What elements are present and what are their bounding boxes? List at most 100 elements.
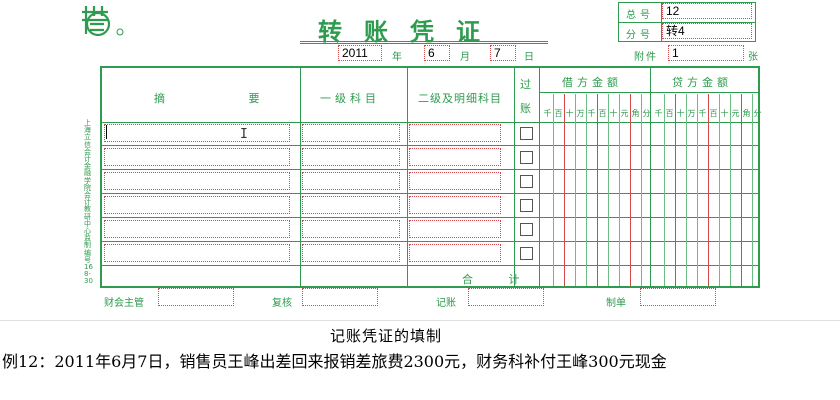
debit-digit-unit-label: 角 — [631, 109, 640, 118]
month-label: 月 — [460, 52, 470, 63]
credit-digit-unit-label: 百 — [709, 109, 718, 118]
debit-digit-unit-label: 分 — [642, 109, 651, 118]
day-label: 日 — [524, 52, 534, 63]
debit-digit-unit-label: 百 — [554, 109, 563, 118]
text-caret — [106, 125, 107, 139]
credit-digit-divider — [708, 94, 709, 286]
debit-digit-divider — [564, 94, 565, 286]
branch-number-field[interactable]: 转4 — [662, 23, 752, 39]
row-6-second-account-field[interactable] — [409, 244, 501, 262]
credit-digit-unit-label: 十 — [720, 109, 729, 118]
credit-digit-divider — [697, 94, 698, 286]
row-6-first-account-field[interactable] — [302, 244, 400, 262]
row-6-summary-field[interactable] — [104, 244, 290, 262]
row-1-first-account-field[interactable] — [302, 124, 400, 142]
preparer-label: 制单 — [606, 298, 626, 309]
credit-digit-unit-label: 万 — [687, 109, 696, 118]
credit-digit-divider — [664, 94, 665, 286]
column-header-first-account: 一级科目 — [320, 92, 380, 105]
debit-digit-unit-label: 百 — [598, 109, 607, 118]
credit-digit-divider — [741, 94, 742, 286]
row-2-first-account-field[interactable] — [302, 148, 400, 166]
ibeam-cursor-icon: I — [240, 127, 248, 142]
date-month-field[interactable]: 6 — [424, 45, 450, 61]
column-header-posted-bottom: 账 — [520, 102, 531, 115]
voucher-number-box — [618, 2, 756, 42]
credit-digit-divider — [730, 94, 731, 286]
caption-panel: 记账凭证的填制 例12：2011年6月7日，销售员王峰出差回来报销差旅费2300… — [0, 320, 840, 400]
debit-digit-unit-label: 十 — [565, 109, 574, 118]
debit-digit-divider — [641, 94, 642, 286]
column-header-debit: 借方金额 — [562, 76, 622, 89]
debit-digit-divider — [553, 94, 554, 286]
caption-title: 记账凭证的填制 — [330, 327, 443, 345]
serial-number-field[interactable]: 12 — [662, 3, 752, 19]
row-5-first-account-field[interactable] — [302, 220, 400, 238]
supervisor-label: 财会主管 — [104, 298, 144, 309]
credit-digit-unit-label: 分 — [753, 109, 762, 118]
voucher-entry-table: 摘 要 一级科目 二级及明细科目 过 账 借方金额 贷方金额 千百十万千百十元角… — [100, 66, 762, 288]
year-label: 年 — [392, 52, 402, 63]
row-3-posted-checkbox[interactable] — [520, 175, 533, 188]
credit-digit-unit-label: 十 — [676, 109, 685, 118]
row-4-posted-checkbox[interactable] — [520, 199, 533, 212]
debit-digit-divider — [597, 94, 598, 286]
attachment-count-field[interactable]: 1 — [668, 45, 744, 61]
debit-digit-divider — [608, 94, 609, 286]
serial-label: 总号 — [626, 10, 654, 21]
credit-digit-unit-label: 元 — [731, 109, 740, 118]
debit-digit-divider — [619, 94, 620, 286]
review-label: 复核 — [272, 298, 292, 309]
row-2-posted-checkbox[interactable] — [520, 151, 533, 164]
row-3-second-account-field[interactable] — [409, 172, 501, 190]
row-2-second-account-field[interactable] — [409, 148, 501, 166]
row-1-summary-field[interactable] — [104, 124, 290, 142]
attachment-unit-label: 张 — [748, 52, 758, 63]
credit-digit-divider — [686, 94, 687, 286]
date-year-field[interactable]: 2011 — [338, 45, 382, 61]
row-6-posted-checkbox[interactable] — [520, 247, 533, 260]
row-1-second-account-field[interactable] — [409, 124, 501, 142]
credit-digit-unit-label: 千 — [654, 109, 663, 118]
bookkeeper-field[interactable] — [468, 288, 544, 306]
row-4-second-account-field[interactable] — [409, 196, 501, 214]
column-header-credit: 贷方金额 — [672, 76, 732, 89]
row-3-first-account-field[interactable] — [302, 172, 400, 190]
logo-icon — [82, 6, 124, 36]
credit-digit-divider — [719, 94, 720, 286]
column-header-summary: 摘 要 — [154, 92, 300, 105]
attachment-label: 附件 — [634, 52, 658, 63]
review-field[interactable] — [302, 288, 378, 306]
credit-digit-divider — [752, 94, 753, 286]
credit-digit-divider — [675, 94, 676, 286]
supervisor-field[interactable] — [158, 288, 234, 306]
row-1-posted-checkbox[interactable] — [520, 127, 533, 140]
row-5-summary-field[interactable] — [104, 220, 290, 238]
column-header-second-account: 二级及明细科目 — [418, 92, 502, 105]
total-label: 合 计 — [462, 273, 536, 286]
row-4-summary-field[interactable] — [104, 196, 290, 214]
caption-body: 例12：2011年6月7日，销售员王峰出差回来报销差旅费2300元，财务科补付王… — [2, 352, 667, 371]
debit-digit-unit-label: 千 — [543, 109, 552, 118]
debit-digit-divider — [575, 94, 576, 286]
debit-digit-divider — [586, 94, 587, 286]
debit-digit-unit-label: 万 — [576, 109, 585, 118]
row-2-summary-field[interactable] — [104, 148, 290, 166]
row-4-first-account-field[interactable] — [302, 196, 400, 214]
bookkeeper-label: 记账 — [436, 298, 456, 309]
credit-digit-unit-label: 角 — [742, 109, 751, 118]
row-5-second-account-field[interactable] — [409, 220, 501, 238]
side-print-info: 上海立信会计金融学院会计教研中心 监制 编号168-30 — [84, 119, 93, 286]
row-5-posted-checkbox[interactable] — [520, 223, 533, 236]
row-3-summary-field[interactable] — [104, 172, 290, 190]
branch-label: 分号 — [626, 30, 654, 41]
debit-digit-unit-label: 元 — [620, 109, 629, 118]
preparer-field[interactable] — [640, 288, 716, 306]
date-day-field[interactable]: 7 — [490, 45, 516, 61]
credit-digit-unit-label: 千 — [698, 109, 707, 118]
title-underline — [300, 41, 548, 44]
credit-digit-unit-label: 百 — [665, 109, 674, 118]
voucher-form: 转账凭证 总号 12 分号 转4 2011 年 6 月 7 日 附件 1 张 上… — [82, 2, 762, 309]
column-header-posted-top: 过 — [520, 78, 531, 91]
debit-digit-divider — [630, 94, 631, 286]
